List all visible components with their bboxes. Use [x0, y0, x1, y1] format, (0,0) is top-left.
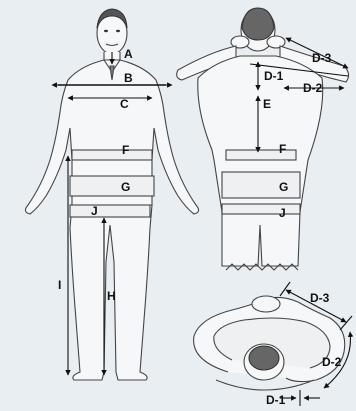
- label-top-d3: D-3: [310, 291, 330, 305]
- back-figure: [177, 8, 349, 270]
- label-b: B: [124, 71, 133, 85]
- top-hands: [252, 296, 280, 312]
- label-back-e: E: [263, 97, 271, 111]
- front-eye-right: [116, 30, 120, 32]
- front-waist-band: [72, 150, 152, 160]
- label-i: I: [58, 278, 61, 292]
- label-back-f: F: [279, 142, 286, 156]
- label-f: F: [122, 143, 129, 157]
- front-figure: [25, 9, 198, 380]
- front-hip-band: [70, 176, 154, 196]
- label-c: C: [120, 97, 129, 111]
- label-back-g: G: [279, 180, 288, 194]
- label-h: H: [107, 289, 116, 303]
- label-g: G: [121, 180, 130, 194]
- back-thigh-band: [222, 204, 300, 214]
- top-hair: [249, 346, 279, 370]
- label-back-d1: D-1: [264, 69, 284, 83]
- label-back-d2: D-2: [303, 81, 323, 95]
- label-a: A: [124, 47, 133, 61]
- label-top-d2: D-2: [322, 355, 342, 369]
- front-thigh-band: [70, 205, 150, 217]
- back-hair: [242, 8, 274, 40]
- label-back-d3: D-3: [312, 51, 332, 65]
- top-tick-left: [280, 282, 290, 296]
- top-tick-right: [340, 316, 352, 330]
- front-eye-left: [104, 30, 108, 32]
- back-legs: [222, 212, 300, 266]
- label-j: J: [91, 204, 98, 218]
- label-top-d1: D-1: [266, 393, 286, 407]
- top-figure: [194, 296, 345, 390]
- label-back-j: J: [279, 206, 286, 220]
